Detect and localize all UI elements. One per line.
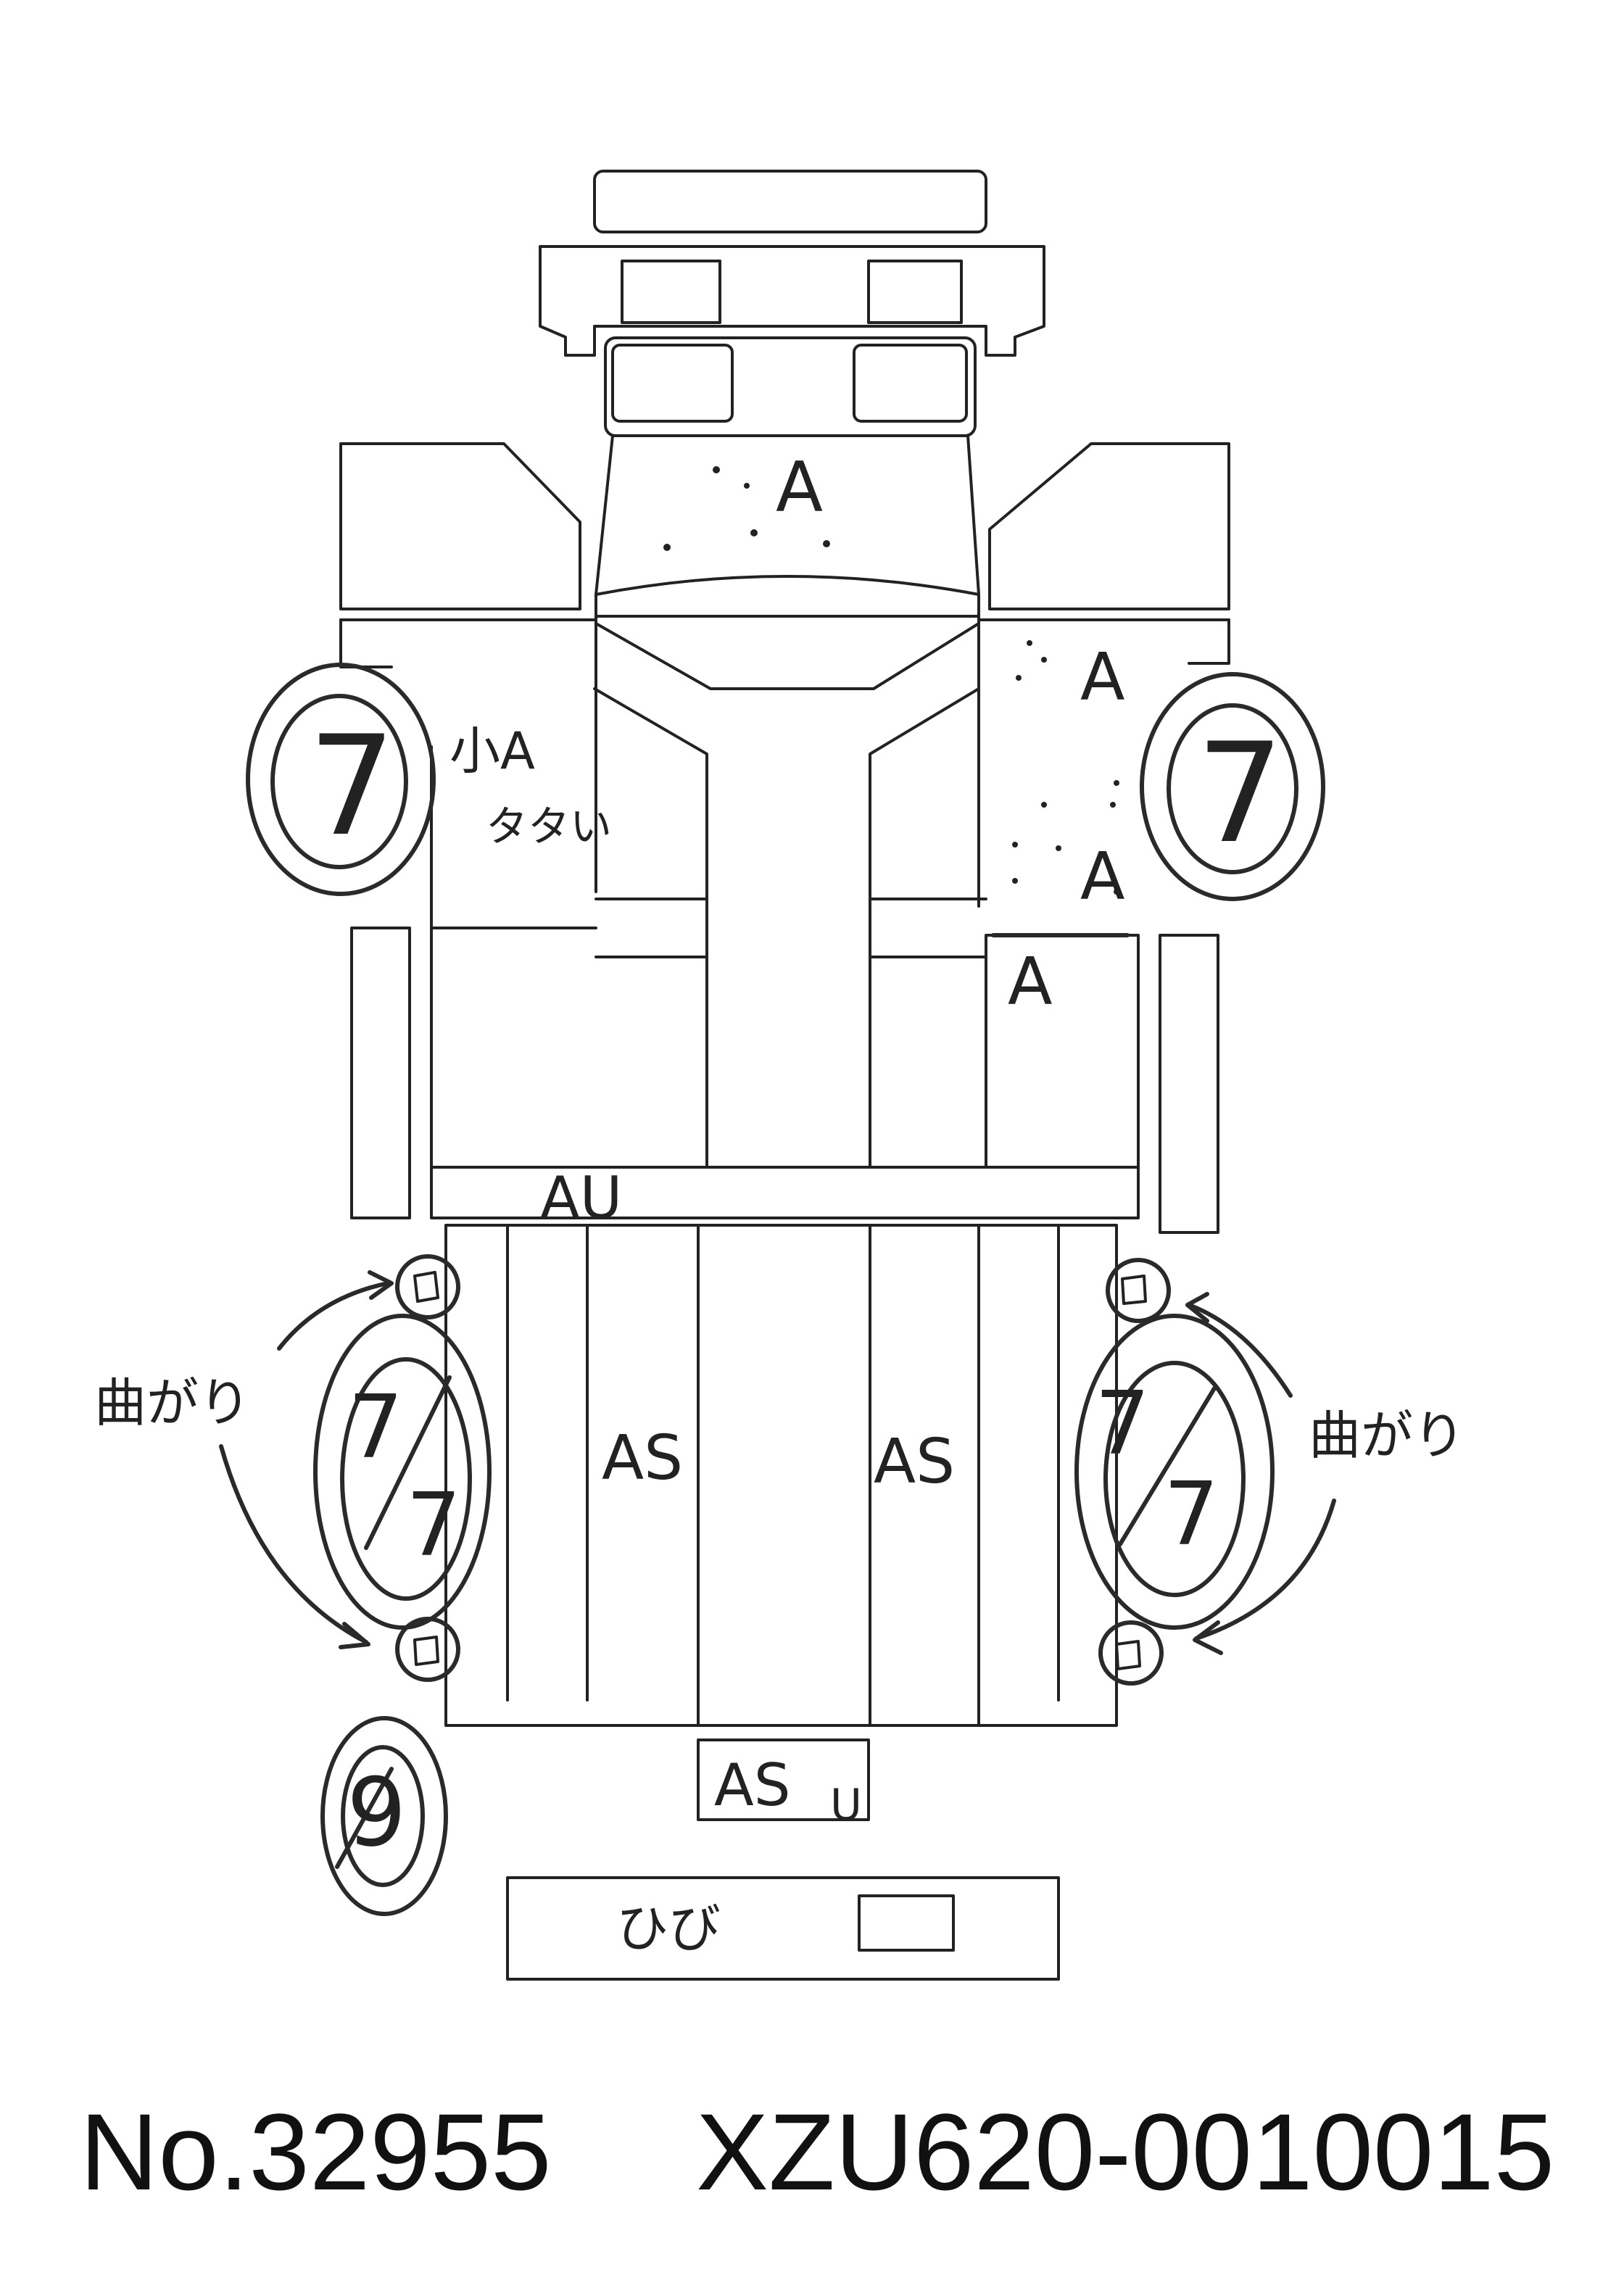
left-mirror-panel <box>339 442 581 610</box>
front-grille <box>539 245 1045 357</box>
front-bumper <box>593 170 987 233</box>
rear-glass-u-mark: U <box>830 1780 862 1831</box>
lf-wheel-mark: 7 <box>308 706 396 866</box>
rr-wheel-bottom-mark: 7 <box>1164 1464 1219 1565</box>
hood-a-mark: A <box>776 448 823 528</box>
rf-wheel-mark: 7 <box>1196 713 1284 874</box>
left-headlamp <box>621 260 721 324</box>
right-bend-note: 曲がり <box>1309 1405 1465 1466</box>
stock-number: No.32955 <box>80 2091 552 2213</box>
rr-wheel-top-mark: 7 <box>1095 1374 1150 1475</box>
tires <box>246 663 1325 1916</box>
rear-glass-as-mark: AS <box>714 1752 791 1819</box>
spare-tire <box>320 1716 448 1916</box>
rf-tire <box>1140 672 1325 901</box>
lf-tire <box>246 663 436 896</box>
roof-as-left-mark: AS <box>602 1422 683 1494</box>
lr-tire <box>313 1314 492 1630</box>
bend-arrows <box>219 1270 1336 1655</box>
right-step <box>1159 934 1219 1234</box>
chassis-number: XZU620-0010015 <box>696 2091 1554 2213</box>
rear-bumper <box>506 1876 1060 1981</box>
rr-tire <box>1074 1314 1275 1630</box>
spare-tire-mark: 9 <box>347 1757 407 1868</box>
roof-bar <box>430 1166 1140 1219</box>
rear-glass <box>697 1738 870 1821</box>
windshield-au-mark: AU <box>540 1164 622 1232</box>
scratch-dots <box>663 466 1119 895</box>
left-bend-note: 曲がり <box>94 1372 251 1433</box>
rear-bumper-note: ひび <box>616 1898 721 1959</box>
rf-door-a-mark: A <box>1080 839 1125 915</box>
roof-as-right-mark: AS <box>874 1426 955 1498</box>
r-rocker-a-mark: A <box>1008 944 1053 1020</box>
left-step <box>350 927 411 1219</box>
cargo-bed <box>444 1224 1118 1727</box>
vehicle-outline <box>339 170 1230 1981</box>
right-headlamp <box>867 260 963 324</box>
lf-fender-note: タタい <box>486 802 612 851</box>
lf-fender-a-mark: 小A <box>450 721 535 781</box>
rf-fender-a-mark: A <box>1080 639 1125 716</box>
lr-wheel-top-mark: 7 <box>348 1377 403 1478</box>
right-mirror-panel <box>988 442 1230 610</box>
lr-wheel-bottom-mark: 7 <box>406 1475 461 1576</box>
